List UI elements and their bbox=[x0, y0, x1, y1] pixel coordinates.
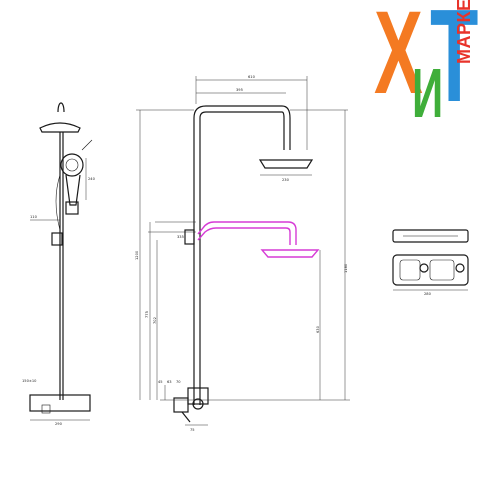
side-view-wall-bracket bbox=[51, 232, 63, 246]
front-view-alt-head bbox=[260, 249, 320, 258]
front-view-mixer bbox=[187, 387, 209, 405]
dim-pink-arm: 335 bbox=[177, 235, 184, 239]
dim-bottom-offset: 75 bbox=[190, 428, 195, 432]
side-view: 240 110 150±10 290 bbox=[22, 102, 96, 426]
front-view-rain-head bbox=[258, 159, 314, 169]
dim-arm-length: 395 bbox=[236, 88, 243, 92]
shelf-views: 280 bbox=[392, 229, 469, 296]
logo-letter-t: Т bbox=[430, 0, 479, 129]
dim-mid-height: 775 bbox=[145, 311, 149, 318]
dim-total-right: 1180 bbox=[344, 263, 348, 273]
dim-handshower-length: 240 bbox=[88, 177, 96, 181]
side-view-head-knob bbox=[57, 102, 65, 113]
front-view-slide-bracket bbox=[184, 229, 195, 245]
front-view: 610 395 230 335 bbox=[135, 75, 350, 432]
dim-shelf-width: 280 bbox=[424, 292, 432, 296]
dim-total-left: 1200 bbox=[135, 250, 139, 260]
dim-top-width: 610 bbox=[248, 75, 256, 79]
dim-base-width: 290 bbox=[55, 422, 63, 426]
front-view-top-arm bbox=[193, 105, 291, 150]
side-view-holder bbox=[65, 201, 79, 215]
dim-valve: 150±10 bbox=[22, 379, 37, 383]
dim-lower-height: 702 bbox=[153, 317, 157, 324]
dim-inner-height: 630 bbox=[316, 325, 320, 333]
shelf-side-view bbox=[392, 229, 469, 243]
side-view-head bbox=[39, 122, 81, 133]
front-view-handle bbox=[173, 397, 189, 413]
dim-small-1: 45 bbox=[158, 380, 163, 384]
side-view-mixer bbox=[29, 394, 91, 412]
logo-letter-i: И bbox=[412, 54, 444, 132]
dim-bracket: 110 bbox=[30, 215, 38, 219]
side-view-handshower-handle bbox=[65, 174, 81, 206]
shelf-top-view bbox=[392, 254, 469, 286]
front-view-alt-arm bbox=[197, 227, 291, 245]
logo-letter-x: Х bbox=[374, 0, 423, 119]
side-view-handshower-head bbox=[60, 153, 84, 177]
dim-small-3: 70 bbox=[176, 380, 181, 384]
brand-logo: Х И Т МАРКЕТ bbox=[372, 0, 500, 132]
dim-small-2: 63 bbox=[167, 380, 172, 384]
dim-head-diameter: 230 bbox=[282, 178, 290, 182]
